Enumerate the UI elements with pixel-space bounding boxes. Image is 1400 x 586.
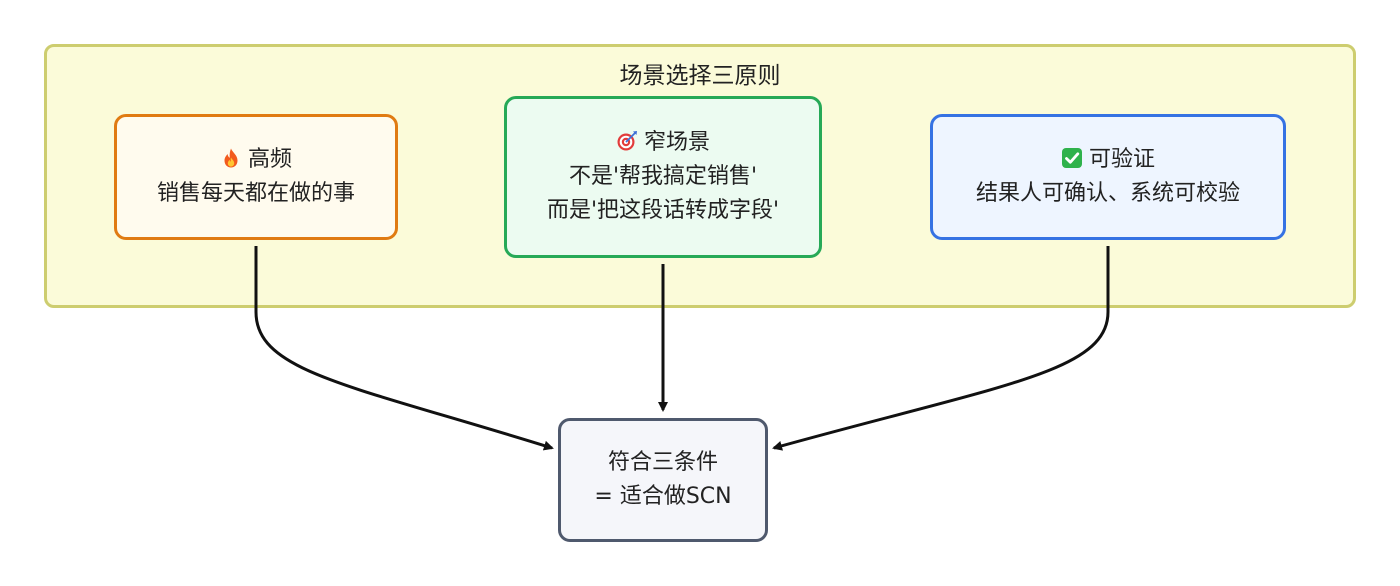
narrow-scenario-line-2: 不是'帮我搞定销售'	[568, 164, 758, 189]
verifiable-node: 可验证 结果人可确认、系统可校验	[930, 114, 1286, 240]
verifiable-title: 可验证	[1088, 147, 1155, 172]
high-frequency-node: 高频 销售每天都在做的事	[114, 114, 398, 240]
fire-icon	[224, 148, 238, 168]
target-icon	[617, 131, 637, 151]
narrow-scenario-title: 窄场景	[643, 130, 710, 155]
result-node: 符合三条件 = 适合做SCN	[558, 418, 768, 542]
high-frequency-title: 高频	[247, 147, 292, 172]
check-box-icon	[1061, 148, 1082, 168]
cluster-title: 场景选择三原则	[619, 63, 781, 89]
verifiable-title-line: 可验证	[1061, 143, 1155, 177]
narrow-scenario-title-line: 窄场景	[616, 126, 710, 160]
result-line-1: 符合三条件	[607, 450, 718, 475]
narrow-scenario-line-3: 而是'把这段话转成字段'	[546, 198, 780, 223]
narrow-scenario-node: 窄场景 不是'帮我搞定销售' 而是'把这段话转成字段'	[504, 96, 822, 258]
high-frequency-title-line: 高频	[220, 143, 292, 177]
high-frequency-description: 销售每天都在做的事	[156, 181, 355, 206]
result-line-2: = 适合做SCN	[594, 484, 732, 509]
verifiable-description: 结果人可确认、系统可校验	[975, 181, 1240, 206]
